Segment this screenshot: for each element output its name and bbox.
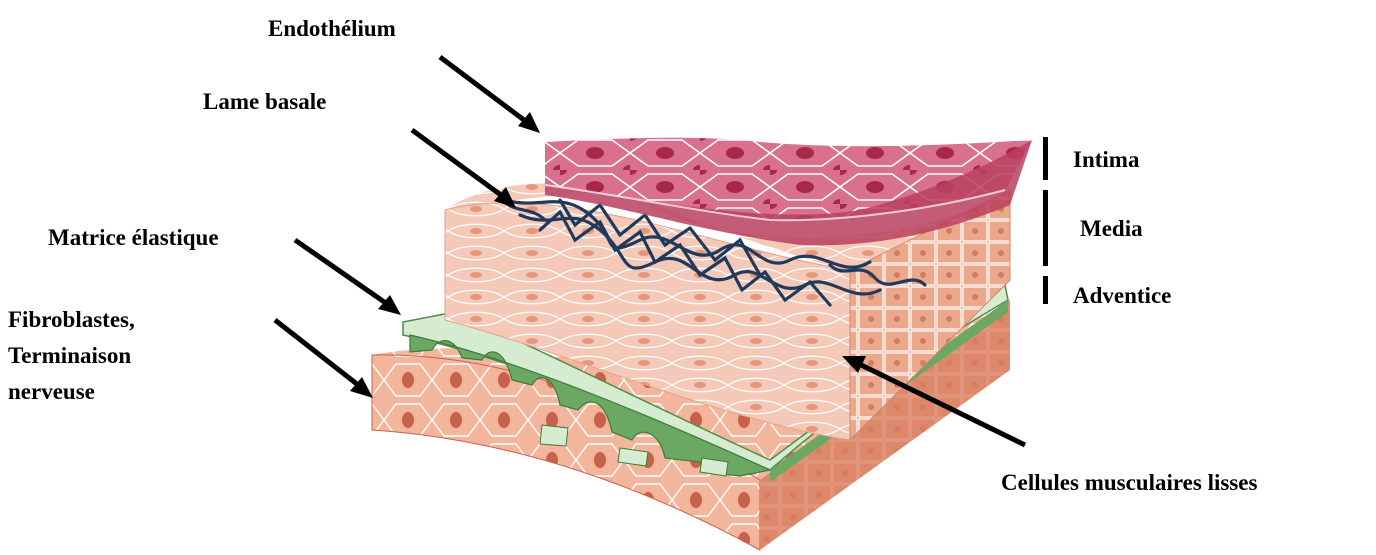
label-intima: Intima [1073, 147, 1140, 172]
arrow-fibroblastes [275, 320, 373, 398]
arrow-endothelium [440, 57, 540, 133]
arrow-lame-basale [412, 130, 516, 208]
label-endothelium: Endothélium [268, 16, 396, 41]
media-bracket [1043, 190, 1048, 266]
label-lame-basale: Lame basale [203, 89, 326, 114]
adventice-bracket [1043, 276, 1048, 304]
arrow-matrice-elastique [295, 240, 401, 315]
label-fibroblastes-line3: nerveuse [8, 379, 95, 404]
label-cellules-musculaires: Cellules musculaires lisses [1001, 470, 1257, 495]
label-matrice-elastique: Matrice élastique [48, 225, 219, 250]
intima-bracket [1043, 137, 1048, 180]
label-adventice: Adventice [1073, 283, 1171, 308]
layer-brackets [1043, 137, 1048, 304]
label-media: Media [1080, 216, 1143, 241]
label-fibroblastes-line1: Fibroblastes, [8, 307, 135, 332]
label-fibroblastes-line2: Terminaison [8, 343, 131, 368]
